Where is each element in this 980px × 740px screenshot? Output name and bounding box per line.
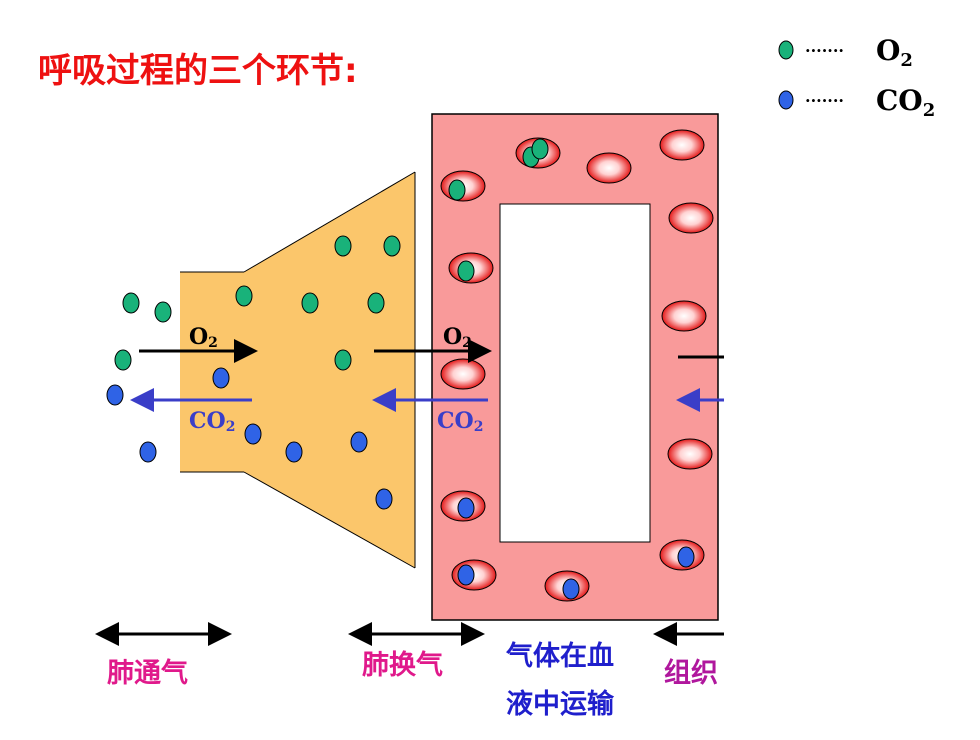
o2-molecule: [367, 292, 385, 314]
o2-molecule: [154, 301, 172, 323]
stage-label-lung-exchange: 肺换气: [362, 650, 443, 681]
flow-arrows: O2 CO2 O2 CO2: [130, 324, 724, 435]
o2-molecule: [334, 349, 352, 371]
o2-molecules: [114, 138, 549, 371]
co2-molecule: [350, 431, 368, 453]
co2-molecules: [106, 367, 695, 600]
page-title: 呼吸过程的三个环节:: [38, 51, 358, 91]
lung-shape: [180, 171, 416, 569]
red-blood-cell: [586, 152, 632, 184]
co2-molecule: [375, 488, 393, 510]
red-blood-cell: [667, 438, 713, 470]
o2-molecule: [334, 235, 352, 257]
red-blood-cell: [659, 129, 705, 161]
o2-molecule: [301, 292, 319, 314]
red-blood-cell: [661, 300, 707, 332]
co2-label-alveolus: CO2: [437, 408, 483, 435]
co2-molecule: [244, 423, 262, 445]
stage-label-ventilation: 肺通气: [107, 658, 188, 689]
o2-molecule: [531, 138, 549, 160]
o2-molecule: [457, 260, 475, 282]
co2-molecule: [457, 497, 475, 519]
legend-co2-dot: [778, 90, 794, 110]
o2-label-airway: O2: [189, 324, 218, 351]
legend-o2-label: O2: [876, 34, 913, 71]
legend-o2-dot: [778, 40, 794, 60]
o2-molecule: [383, 235, 401, 257]
stage-labels: 肺通气 肺换气 气体在血 液中运输 组织: [107, 641, 718, 720]
vessel-inner-space: [499, 203, 651, 543]
stage-label-transport-2: 液中运输: [506, 688, 615, 720]
red-blood-cell: [440, 358, 486, 390]
o2-molecule: [114, 349, 132, 371]
stage-label-transport-1: 气体在血: [505, 641, 614, 672]
o2-label-alveolus: O2: [443, 324, 472, 351]
co2-molecule: [677, 546, 695, 568]
co2-label-airway: CO2: [189, 408, 235, 435]
co2-molecule: [139, 441, 157, 463]
co2-molecule: [106, 384, 124, 406]
red-blood-cell: [668, 202, 714, 234]
legend-o2-dots: ·······: [805, 41, 844, 60]
legend-co2-dots: ·······: [805, 91, 844, 110]
o2-molecule: [235, 285, 253, 307]
co2-molecule: [562, 578, 580, 600]
co2-molecule: [457, 564, 475, 586]
o2-molecule: [448, 179, 466, 201]
co2-molecule: [285, 441, 303, 463]
legend-co2-label: CO2: [876, 84, 935, 121]
stage-label-tissue: 组织: [664, 657, 718, 689]
co2-molecule: [212, 367, 230, 389]
o2-molecule: [122, 292, 140, 314]
legend: ······· O2 ······· CO2: [778, 34, 935, 121]
